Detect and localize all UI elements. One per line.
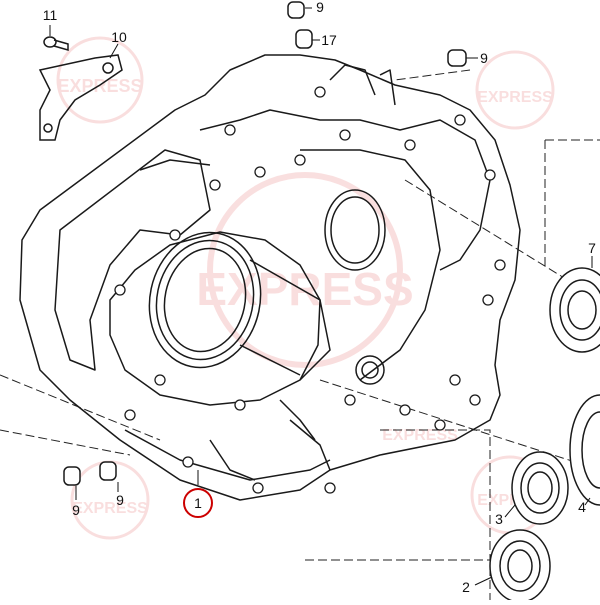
callout-10: 10 [111, 29, 127, 45]
leader-lines [49, 7, 593, 586]
bearings [489, 267, 600, 603]
bearing-part-3 [511, 451, 569, 525]
callout-17: 17 [321, 32, 337, 48]
bolt-holes [114, 86, 506, 494]
bearing-part-2 [489, 529, 551, 603]
main-bore [148, 231, 331, 381]
watermark: EXPRESS EXPRESS EXPRESS EXPRESS EXPRESS … [56, 36, 555, 540]
highlight-ring-1 [183, 488, 213, 518]
callout-9-bottom-mid: 9 [116, 492, 124, 508]
callout-4: 4 [578, 499, 586, 515]
callout-labels: 11 10 9 17 9 7 1 9 9 3 4 2 [43, 0, 596, 595]
callout-1: 1 [194, 495, 202, 511]
callout-11: 11 [43, 7, 58, 23]
callout-2: 2 [462, 579, 470, 595]
callout-7: 7 [588, 240, 596, 256]
callout-9-top: 9 [316, 0, 324, 15]
callout-9-right: 9 [480, 50, 488, 66]
bearing-part-7 [549, 267, 600, 353]
crankcase [19, 54, 521, 501]
svg-text:EXPRESS: EXPRESS [72, 500, 148, 517]
svg-text:EXPRESS: EXPRESS [477, 89, 553, 106]
bolt-part-11 [43, 36, 69, 51]
callout-9-bottom-left: 9 [72, 502, 80, 518]
svg-text:EXPRESS: EXPRESS [57, 76, 142, 96]
svg-text:EXPRESS: EXPRESS [382, 427, 458, 444]
dowel-pins [63, 1, 467, 486]
bracket-part-10 [38, 54, 123, 141]
secondary-bore [324, 189, 386, 385]
callout-3: 3 [495, 511, 503, 527]
watermark-main: EXPRESS [196, 263, 413, 315]
seal-part-4 [569, 394, 600, 506]
